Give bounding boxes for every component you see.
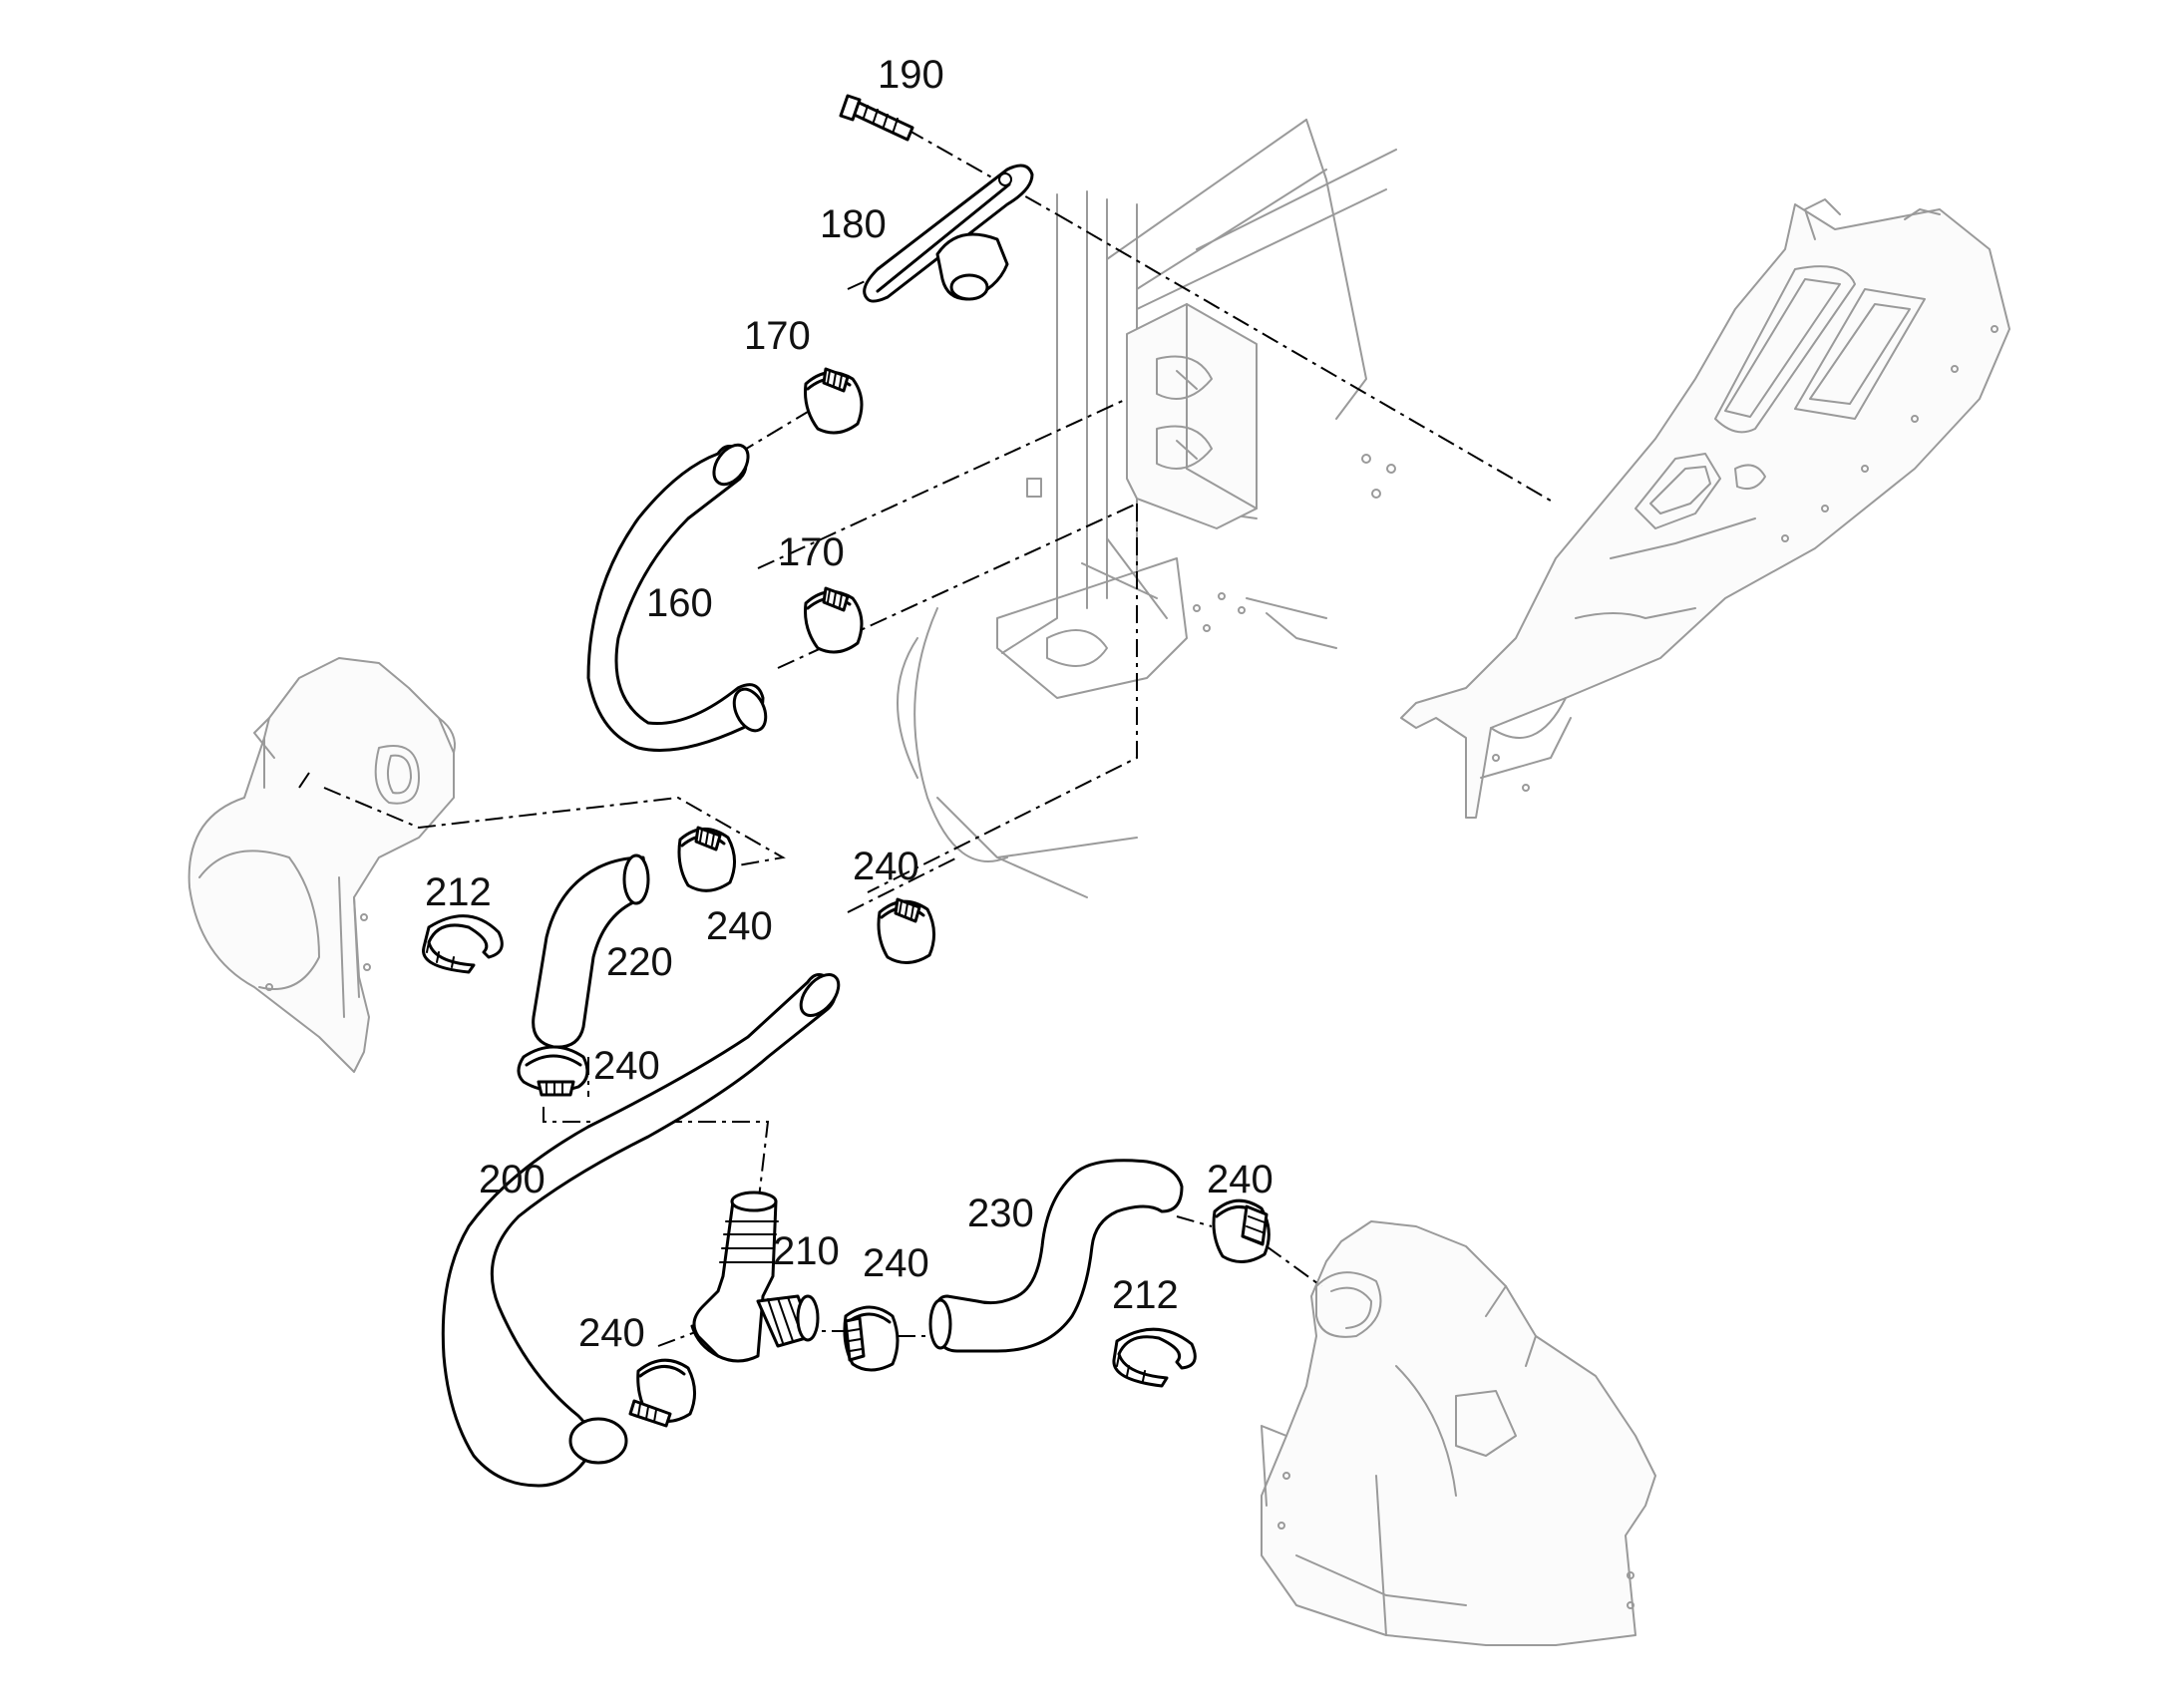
callout-240-upper-left: 240 [706,904,773,948]
callout-230: 230 [967,1192,1034,1235]
callout-240-right: 240 [1207,1158,1273,1201]
callout-240-mid-left: 240 [593,1044,660,1088]
hose-clamp-240-upper-center [877,897,935,964]
bolt-190 [839,94,914,142]
callout-240-lower-left: 240 [578,1311,645,1355]
hose-clamp-240-lower-center [843,1305,900,1372]
callout-212-right: 212 [1112,1273,1179,1317]
ring-clip-212-left [422,914,504,974]
callout-180: 180 [820,202,887,246]
callout-212-left: 212 [425,870,492,914]
u-hose-160 [586,443,768,752]
callout-170-upper: 170 [744,314,811,358]
hose-clamp-170-lower [804,586,864,654]
callout-190: 190 [878,53,944,97]
flange-cover-180 [863,164,1034,303]
hose-clamp-240-mid-left [517,1045,589,1097]
vehicle-structure-outline [897,119,1397,898]
left-heater-housing-outline [187,657,456,1073]
center-console-outline [1400,198,2010,819]
part-callouts: 190 180 170 170 160 212 240 220 240 240 … [425,53,1273,1355]
short-hose-220 [532,854,650,1049]
s-hose-230 [928,1159,1184,1353]
ring-clip-212-right [1112,1327,1197,1388]
callout-160: 160 [646,581,713,625]
right-heater-housing-outline [1261,1220,1656,1646]
callout-200: 200 [479,1158,545,1201]
callout-240-lower-center: 240 [863,1241,929,1285]
hose-clamp-240-upper-left [677,826,736,892]
tee-fitting-210 [690,1191,820,1363]
long-hose-200 [441,973,841,1488]
callout-170-lower: 170 [778,530,845,574]
callout-220: 220 [606,940,673,984]
callout-210: 210 [773,1229,840,1273]
hose-clamp-240-lower-left [628,1358,696,1428]
callout-240-upper-center: 240 [853,845,919,888]
hose-clamp-240-right [1212,1198,1271,1263]
hose-clamp-170-upper [804,367,864,435]
